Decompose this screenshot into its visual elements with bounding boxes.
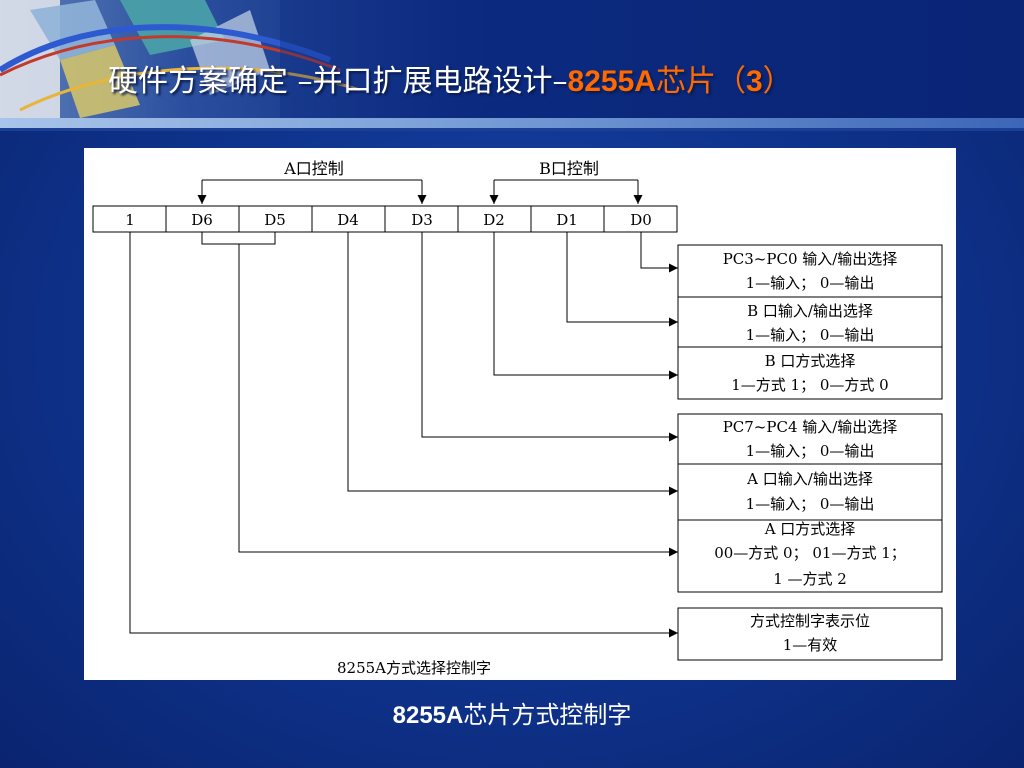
header-divider (0, 128, 1024, 131)
slide-caption: 8255A芯片方式控制字 (0, 695, 1024, 730)
connector-d2 (493, 232, 678, 380)
bit-label-4: D4 (337, 211, 359, 229)
box-b-mode (677, 346, 943, 400)
box-a-io-line2: 1—输入； 0—输出 (746, 495, 875, 513)
bit-label-6: D6 (191, 211, 213, 229)
title-highlight-chip: 8255A (567, 65, 656, 98)
box-b-io-line1: B 口输入/输出选择 (747, 302, 873, 320)
bit-label-1: D1 (556, 211, 578, 229)
caption-text: 芯片方式控制字 (463, 701, 632, 729)
bit-label-2: D2 (483, 211, 505, 229)
box-group-flag: 方式控制字表示位 1—有效 (677, 607, 943, 661)
connector-d4 (347, 232, 678, 496)
slide-title: 硬件方案确定 –并口扩展电路设计–8255A芯片（3） (108, 60, 793, 104)
bit-label-7: 1 (125, 211, 135, 229)
diagram-panel: A口控制 B口控制 1 D6 D5 D4 D3 D2 D1 D0 (84, 148, 956, 680)
connector-d7 (129, 232, 678, 638)
connector-d3 (421, 232, 678, 442)
box-mode-flag-line1: 方式控制字表示位 (750, 612, 870, 630)
box-group-a: PC7~PC4 输入/输出选择 1—输入； 0—输出 A 口输入/输出选择 1—… (677, 413, 943, 593)
bit-label-3: D3 (411, 211, 433, 229)
box-a-mode-line1: A 口方式选择 (764, 520, 856, 538)
box-a-mode-line3: 1 —方式 2 (773, 570, 847, 588)
title-highlight-text: 芯片（ (655, 64, 746, 99)
bit-label-5: D5 (264, 211, 286, 229)
connector-d0 (640, 232, 678, 273)
title-highlight-close: ） (762, 64, 793, 99)
diagram-caption: 8255A方式选择控制字 (337, 659, 491, 677)
header-band (0, 118, 1024, 128)
box-a-mode-line2: 00—方式 0； 01—方式 1； (714, 544, 906, 562)
box-pc-low-line2: 1—输入； 0—输出 (746, 274, 875, 292)
box-pc-high-line1: PC7~PC4 输入/输出选择 (723, 418, 898, 436)
box-mode-flag (677, 607, 943, 661)
title-highlight-number: 3 (745, 65, 763, 98)
control-word-diagram: A口控制 B口控制 1 D6 D5 D4 D3 D2 D1 D0 (92, 159, 943, 677)
box-b-mode-line1: B 口方式选择 (765, 352, 856, 370)
caption-chip: 8255A (392, 702, 464, 729)
box-b-io-line2: 1—输入； 0—输出 (746, 326, 875, 344)
header-decoration (0, 0, 1024, 118)
connector-d6-d5 (238, 244, 678, 557)
box-pc-low-line1: PC3~PC0 输入/输出选择 (723, 250, 898, 268)
bit-label-0: D0 (630, 211, 652, 229)
group-a-label: A口控制 (283, 159, 344, 178)
box-a-mode (677, 519, 943, 593)
box-group-b: PC3~PC0 输入/输出选择 1—输入； 0—输出 B 口输入/输出选择 1—… (677, 244, 943, 400)
title-main: 硬件方案确定 –并口扩展电路设计– (108, 64, 568, 99)
bit-row: 1 D6 D5 D4 D3 D2 D1 D0 (92, 205, 678, 233)
group-b-label: B口控制 (539, 159, 599, 178)
slide-header (0, 0, 1024, 118)
box-mode-flag-line2: 1—有效 (783, 636, 838, 654)
connector-d1 (566, 232, 678, 327)
box-a-io-line1: A 口输入/输出选择 (746, 470, 873, 488)
box-pc-high-line2: 1—输入； 0—输出 (746, 442, 875, 460)
d6-d5-join (201, 232, 276, 245)
box-b-mode-line2: 1—方式 1； 0—方式 0 (731, 376, 888, 394)
